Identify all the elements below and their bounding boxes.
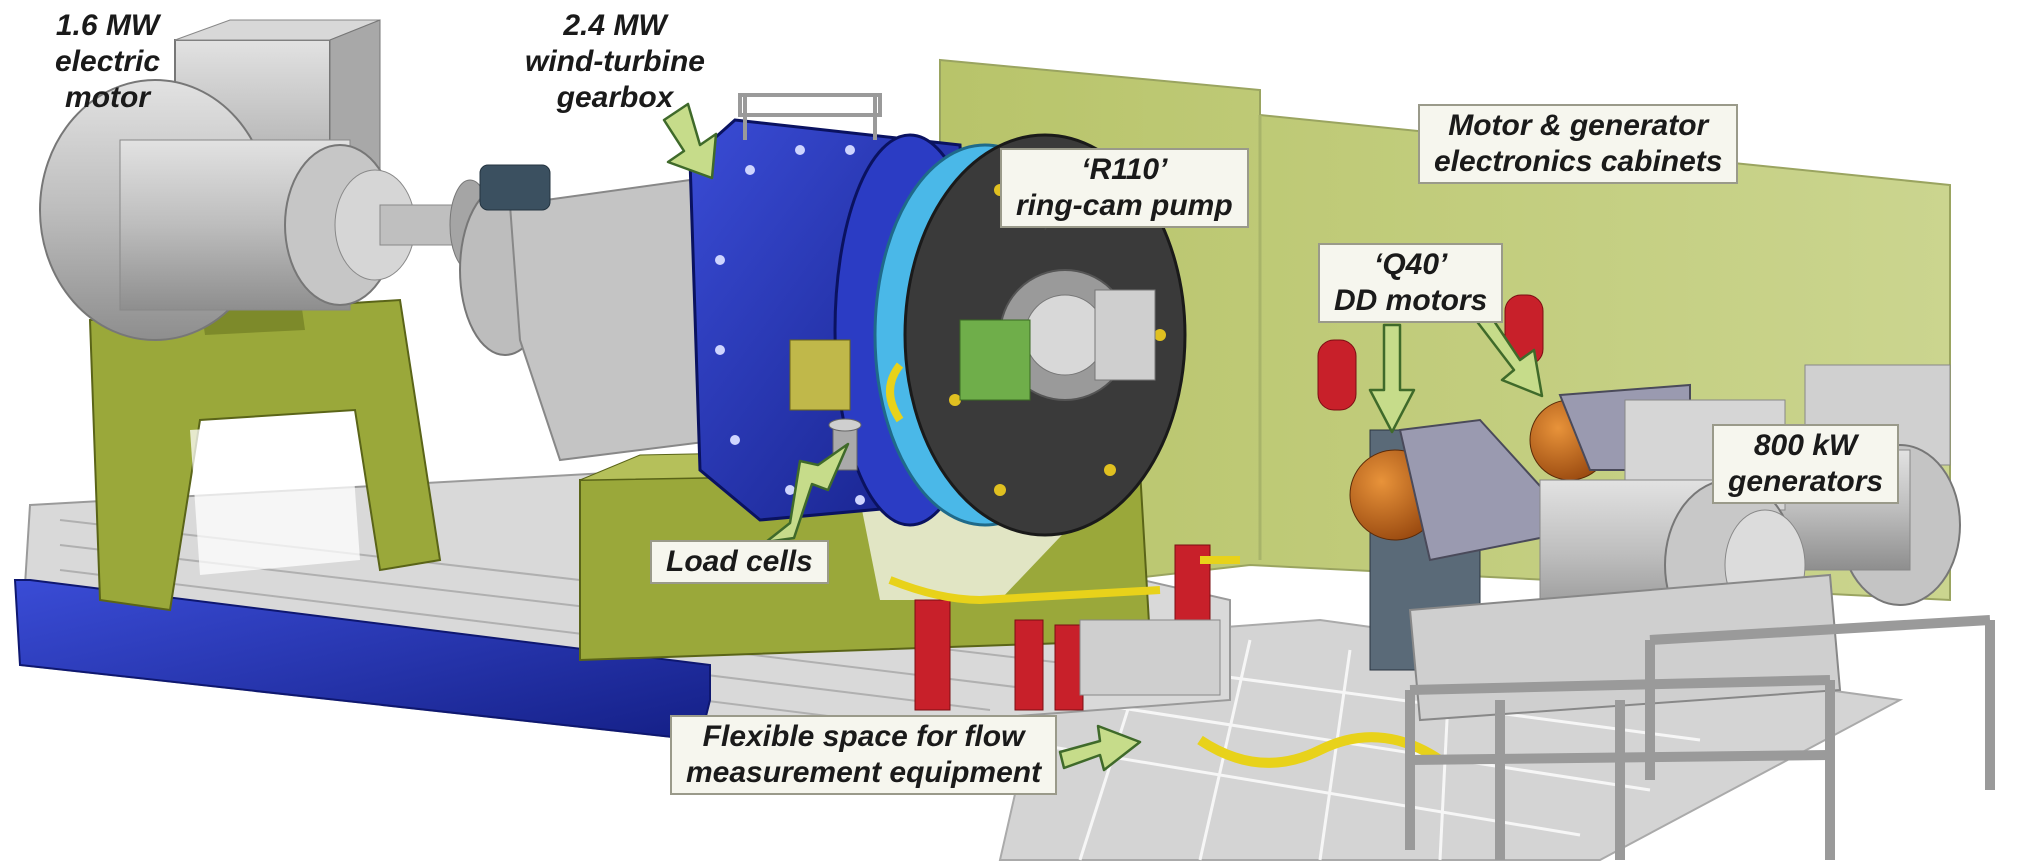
arrow-load-cells bbox=[764, 442, 850, 544]
label-gearbox-line-1: 2.4 MW bbox=[563, 9, 667, 42]
label-flow-space: Flexible space for flow measurement equi… bbox=[670, 715, 1058, 795]
label-dd-motors-line-1: ‘Q40’ bbox=[1373, 248, 1448, 281]
label-flow-space-line-2: measurement equipment bbox=[686, 756, 1042, 789]
label-electric-motor-line-1: 1.6 MW bbox=[55, 9, 160, 42]
label-generators-line-1: 800 kW bbox=[1753, 429, 1858, 462]
label-electric-motor-line-2: electric bbox=[55, 45, 161, 78]
label-pump-line-1: ‘R110’ bbox=[1081, 153, 1168, 186]
generator-stands bbox=[1405, 615, 1995, 860]
gearbox-body bbox=[459, 164, 722, 462]
hydraulic-pipework bbox=[888, 544, 1443, 768]
label-electric-motor-line-3: motor bbox=[65, 81, 151, 114]
label-gearbox-line-2: wind-turbine bbox=[525, 45, 705, 78]
label-dd-motors: ‘Q40’ DD motors bbox=[1318, 243, 1504, 323]
label-cabinets-line-2: electronics cabinets bbox=[1434, 145, 1723, 178]
label-gearbox-line-3: gearbox bbox=[556, 81, 674, 114]
label-load-cells-line-1: Load cells bbox=[666, 545, 813, 578]
arrow-dd-motor-left bbox=[1368, 323, 1416, 434]
label-generators: 800 kW generators bbox=[1712, 424, 1900, 504]
arrow-flow-space bbox=[1058, 724, 1142, 772]
label-pump-line-2: ring-cam pump bbox=[1016, 189, 1233, 222]
label-dd-motors-line-2: DD motors bbox=[1334, 284, 1488, 317]
accumulators bbox=[1317, 294, 1544, 411]
ring-cam-pump bbox=[789, 133, 1187, 537]
label-electric-motor: 1.6 MW electric motor bbox=[55, 8, 160, 116]
arrow-gearbox bbox=[662, 102, 718, 180]
motor-stand bbox=[88, 295, 442, 612]
label-cabinets-line-1: Motor & generator bbox=[1448, 109, 1709, 142]
arrows bbox=[662, 102, 1544, 772]
label-generators-line-2: generators bbox=[1728, 465, 1884, 498]
electric-motor bbox=[39, 19, 491, 341]
label-flow-space-line-1: Flexible space for flow bbox=[702, 720, 1025, 753]
label-gearbox: 2.4 MW wind-turbine gearbox bbox=[525, 8, 705, 116]
label-cabinets: Motor & generator electronics cabinets bbox=[1418, 104, 1739, 184]
label-load-cells: Load cells bbox=[650, 540, 829, 584]
label-pump: ‘R110’ ring-cam pump bbox=[1000, 148, 1249, 228]
